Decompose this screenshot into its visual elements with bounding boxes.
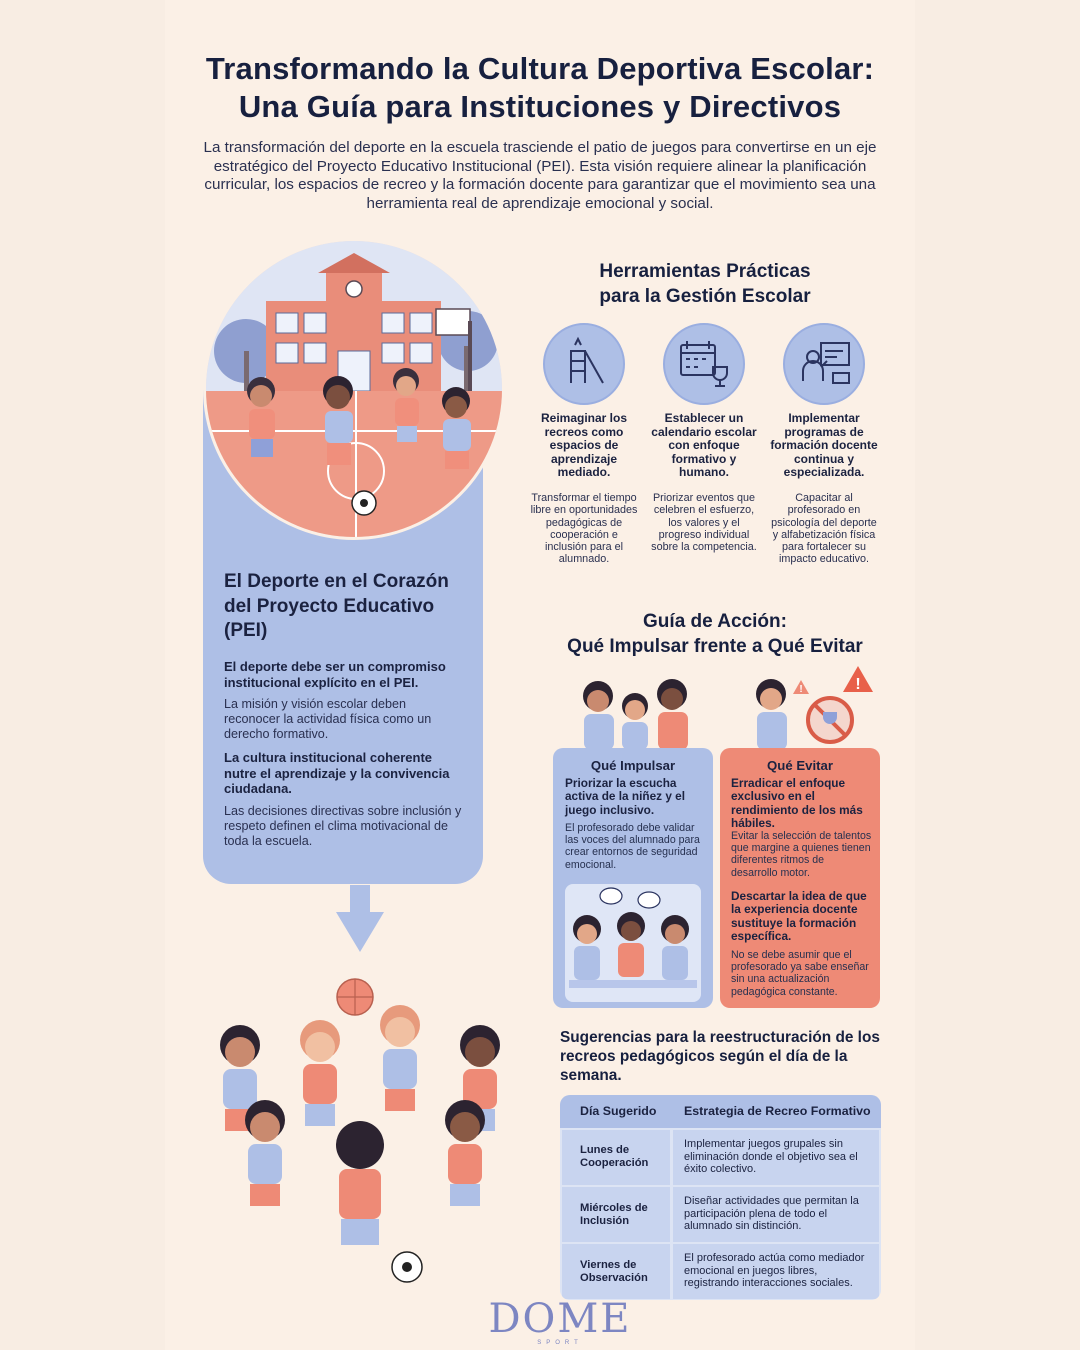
table-row <box>562 1244 670 1299</box>
evitar-text-1: Evitar la selección de talentos que marg… <box>731 830 872 879</box>
pei-point1-bold: El deporte debe ser un compromiso instit… <box>224 659 446 690</box>
playground-slide-icon <box>543 323 625 405</box>
pei-point2-text: Las decisiones directivas sobre inclusió… <box>224 804 462 848</box>
pei-point2-bold: La cultura institucional coherente nutre… <box>224 750 450 796</box>
tool-3-title: Implementar programas de formación docen… <box>770 411 878 480</box>
svg-text:!: ! <box>855 676 860 693</box>
evitar-text-2: No se debe asumir que el profesorado ya … <box>731 949 869 998</box>
row-1-strategy: Implementar juegos grupales sin eliminac… <box>684 1138 858 1176</box>
table-row <box>562 1130 670 1185</box>
kids-group-illustration <box>195 975 535 1290</box>
schedule-title: Sugerencias para la reestructuración de … <box>560 1029 880 1084</box>
impulsar-card: Qué Impulsar Priorizar la escucha activa… <box>553 748 713 1008</box>
table-row-cell <box>673 1130 879 1185</box>
guide-title-line-2: Qué Impulsar frente a Qué Evitar <box>567 635 863 657</box>
tool-2-desc: Priorizar eventos que celebren el esfuer… <box>651 492 757 554</box>
kids-hugging-illustration <box>570 674 700 750</box>
intro-paragraph: La transformación del deporte en la escu… <box>203 139 877 212</box>
impulsar-head: Qué Impulsar <box>590 758 676 773</box>
title-line-1: Transformando la Cultura Deportiva Escol… <box>205 51 875 86</box>
evitar-bold-1: Erradicar el enfoque exclusivo en el ren… <box>731 776 863 831</box>
row-3-strategy: El profesorado actúa como mediador emoci… <box>684 1252 865 1290</box>
row-3-day: Viernes de Observación <box>580 1259 648 1284</box>
table-row <box>562 1187 670 1242</box>
row-1-day: Lunes de Cooperación <box>580 1144 649 1169</box>
evitar-card: Qué Evitar Erradicar el enfoque exclusiv… <box>720 748 880 1008</box>
pei-title: El Deporte en el Corazón del Proyecto Ed… <box>224 571 449 641</box>
guide-title: Guía de Acción: Qué Impulsar frente a Qu… <box>545 610 885 659</box>
tools-title-line-1: Herramientas Prácticas <box>599 261 811 282</box>
svg-text:!: ! <box>799 684 802 695</box>
arrow-stem <box>350 885 370 915</box>
tool-1-title: Reimaginar los recreos como espacios de … <box>540 411 628 480</box>
brand-sub: SPORT <box>537 1340 583 1346</box>
row-2-strategy: Diseñar actividades que permitan la part… <box>684 1195 859 1233</box>
col-header-day: Día Sugerido <box>580 1104 657 1118</box>
col-header-strategy: Estrategia de Recreo Formativo <box>684 1104 871 1118</box>
row-2-day: Miércoles de Inclusión <box>580 1202 648 1227</box>
warning-illustration: ! ! <box>745 664 880 750</box>
guide-title-line-1: Guía de Acción: <box>643 611 787 632</box>
evitar-bold-2: Descartar la idea de que la experiencia … <box>731 889 867 944</box>
impulsar-bold: Priorizar la escucha activa de la niñez … <box>565 776 685 817</box>
tools-title-line-2: para la Gestión Escolar <box>599 285 811 307</box>
pei-point1-text: La misión y visión escolar deben reconoc… <box>224 697 432 741</box>
table-header <box>560 1095 881 1128</box>
page-title: Transformando la Cultura Deportiva Escol… <box>165 50 915 126</box>
impulsar-text: El profesorado debe validar las voces de… <box>565 822 700 871</box>
brand-logo: DOME <box>488 1296 632 1342</box>
table-row-cell <box>673 1187 879 1242</box>
schedule-table: Día Sugerido Estrategia de Recreo Format… <box>560 1095 881 1300</box>
tool-1-desc: Transformar el tiempo libre en oportunid… <box>530 492 638 566</box>
teacher-board-icon <box>783 323 865 405</box>
tool-2-title: Establecer un calendario escolar con enf… <box>651 411 757 480</box>
kids-talking-illustration <box>565 884 701 1002</box>
title-line-2: Una Guía para Instituciones y Directivos <box>238 89 842 124</box>
calendar-trophy-icon <box>663 323 745 405</box>
table-row-cell <box>673 1244 879 1299</box>
tool-3-desc: Capacitar al profesorado en psicología d… <box>771 492 877 566</box>
school-playground-illustration <box>203 238 505 540</box>
evitar-head: Qué Evitar <box>767 758 833 773</box>
tools-title: Herramientas Prácticas para la Gestión E… <box>560 260 850 309</box>
arrow-down-icon <box>336 912 384 952</box>
